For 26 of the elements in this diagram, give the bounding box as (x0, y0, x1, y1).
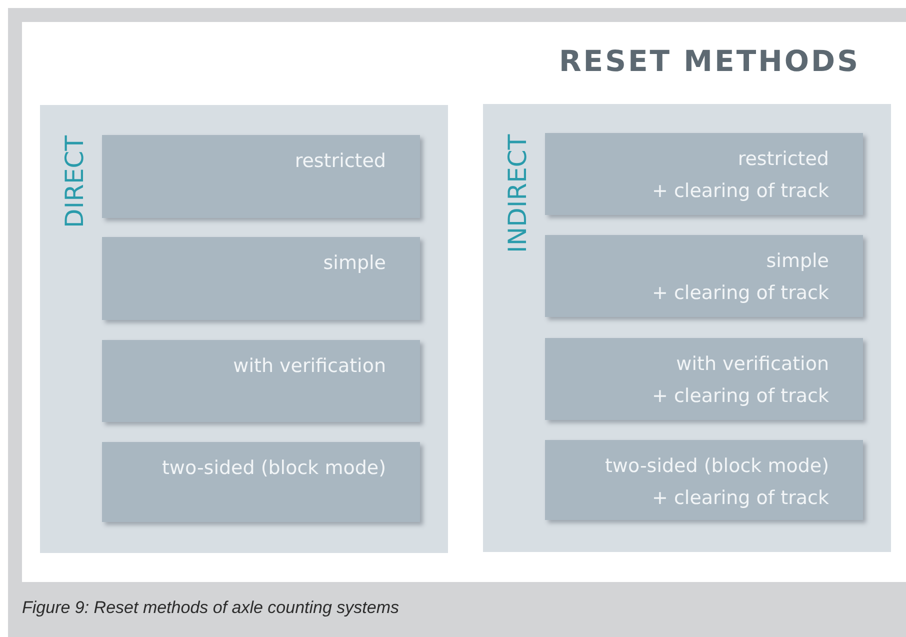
method-label: + clearing of track (651, 486, 829, 511)
group-panel (483, 104, 891, 552)
method-label: + clearing of track (651, 179, 829, 204)
group-heading: INDIRECT (503, 134, 532, 253)
method-box (545, 133, 863, 215)
method-label: two-sided (block mode) (604, 454, 829, 479)
method-box (102, 340, 420, 422)
group-heading: DIRECT (60, 135, 89, 228)
method-box (102, 442, 420, 522)
method-label: restricted (736, 147, 829, 172)
method-label: + clearing of track (651, 384, 829, 409)
method-label: with verification (232, 354, 386, 379)
method-label: simple (322, 251, 386, 276)
method-box (102, 135, 420, 218)
method-box (545, 338, 863, 420)
method-label: simple (765, 249, 829, 274)
method-label: restricted (294, 149, 386, 174)
diagram-title: RESET METHODS (558, 44, 860, 78)
method-label: two-sided (block mode) (160, 456, 386, 481)
method-label: with verification (675, 352, 829, 377)
method-label: + clearing of track (651, 281, 829, 306)
method-box (102, 237, 420, 320)
method-box (545, 440, 863, 520)
group-panel (40, 105, 448, 553)
figure-caption: Figure 9: Reset methods of axle counting systems (22, 598, 400, 618)
method-box (545, 235, 863, 317)
